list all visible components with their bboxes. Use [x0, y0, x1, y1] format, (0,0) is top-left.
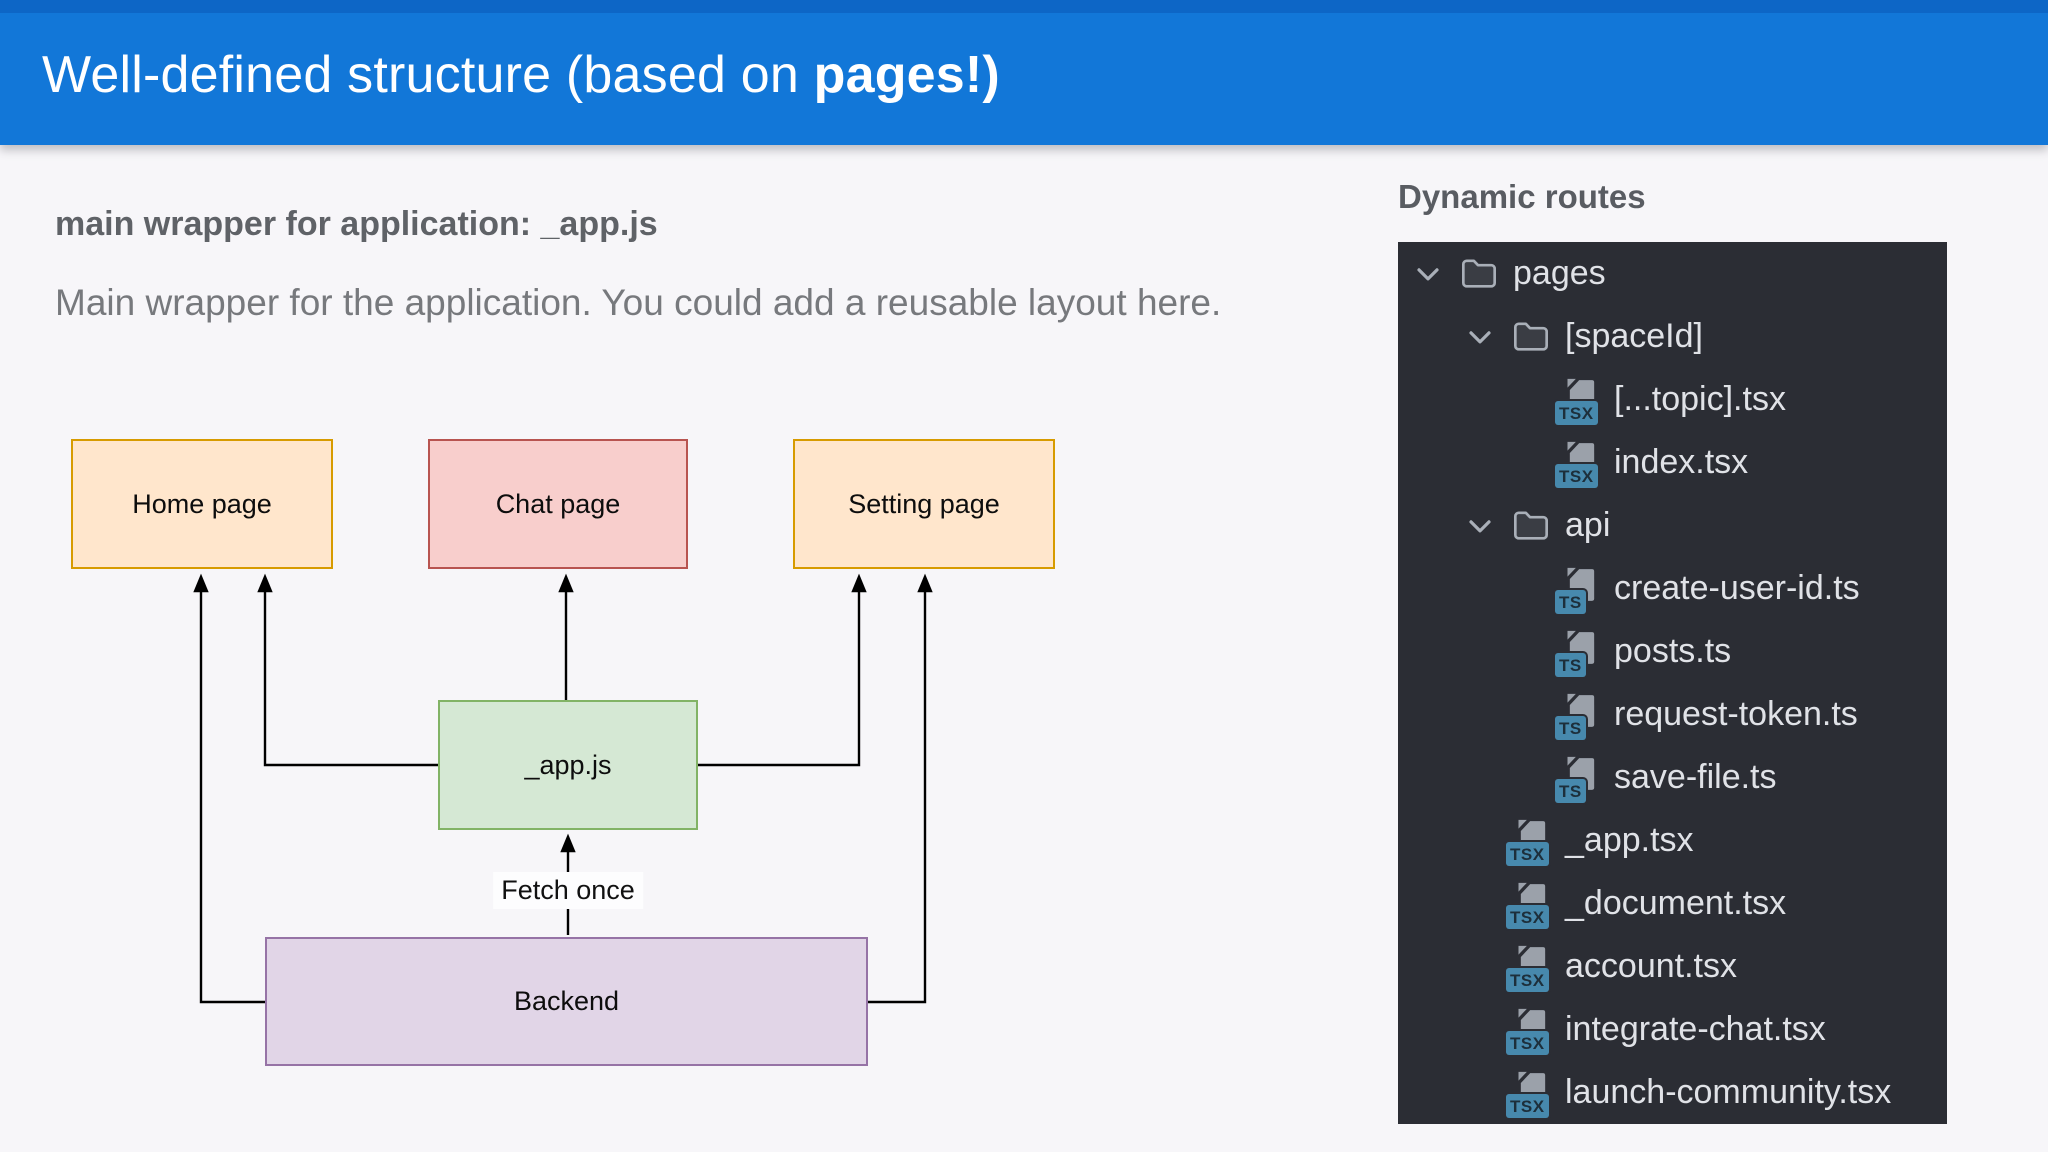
- tree-item-api[interactable]: api: [1398, 494, 1947, 557]
- tsx-file-icon: TSX: [1506, 879, 1552, 929]
- tree-item-spaceid[interactable]: [spaceId]: [1398, 305, 1947, 368]
- tree-item-label: _document.tsx: [1565, 884, 1787, 922]
- diagram-node-backend: Backend: [265, 937, 868, 1066]
- tree-item-launch-community-tsx[interactable]: TSX launch-community.tsx: [1398, 1061, 1947, 1124]
- tsx-file-icon: TSX: [1506, 816, 1552, 866]
- tsx-file-icon: TSX: [1506, 1005, 1552, 1055]
- tree-item-save-file-ts[interactable]: TS save-file.ts: [1398, 746, 1947, 809]
- tree-item-label: integrate-chat.tsx: [1565, 1010, 1826, 1048]
- file-type-badge: TSX: [1506, 1093, 1549, 1118]
- tree-item-document-tsx[interactable]: TSX _document.tsx: [1398, 872, 1947, 935]
- tree-item-label: index.tsx: [1614, 443, 1749, 481]
- file-type-badge: TSX: [1506, 904, 1549, 929]
- file-type-badge: TS: [1555, 589, 1586, 614]
- section-body: Main wrapper for the application. You co…: [55, 282, 1222, 323]
- tsx-file-icon: TSX: [1555, 438, 1601, 488]
- diagram-edge-label-fetch-once: Fetch once: [493, 872, 643, 909]
- header-top-strip: [0, 0, 2048, 13]
- slide-header: Well-defined structure (based on pages!): [0, 0, 2048, 145]
- file-type-badge: TSX: [1506, 841, 1549, 866]
- typescript-file-icon: TS: [1555, 690, 1601, 740]
- chevron-down-icon[interactable]: [1465, 511, 1495, 541]
- tree-item-label: save-file.ts: [1614, 758, 1777, 796]
- tree-item-label: [spaceId]: [1565, 317, 1703, 355]
- file-type-badge: TSX: [1555, 463, 1598, 488]
- tree-item-pages[interactable]: pages: [1398, 242, 1947, 305]
- diagram-node-chat-page: Chat page: [428, 439, 688, 569]
- typescript-file-icon: TS: [1555, 753, 1601, 803]
- chevron-down-icon[interactable]: [1465, 322, 1495, 352]
- folder-icon: [1459, 254, 1499, 294]
- tree-item-label: request-token.ts: [1614, 695, 1858, 733]
- folder-icon: [1511, 506, 1551, 546]
- tsx-file-icon: TSX: [1506, 942, 1552, 992]
- tree-item-label: [...topic].tsx: [1614, 380, 1786, 418]
- tree-item-label: launch-community.tsx: [1565, 1073, 1892, 1111]
- tsx-file-icon: TSX: [1555, 375, 1601, 425]
- routes-panel-title: Dynamic routes: [1398, 178, 1646, 215]
- tsx-file-icon: TSX: [1506, 1068, 1552, 1118]
- tree-item-label: posts.ts: [1614, 632, 1732, 670]
- diagram-node-setting-page: Setting page: [793, 439, 1055, 569]
- tree-item-label: account.tsx: [1565, 947, 1737, 985]
- file-type-badge: TSX: [1555, 400, 1598, 425]
- typescript-file-icon: TS: [1555, 564, 1601, 614]
- tree-item-request-token-ts[interactable]: TS request-token.ts: [1398, 683, 1947, 746]
- file-type-badge: TSX: [1506, 967, 1549, 992]
- tree-item-label: pages: [1513, 254, 1606, 292]
- tree-item-index-tsx[interactable]: TSX index.tsx: [1398, 431, 1947, 494]
- folder-icon: [1511, 317, 1551, 357]
- tree-item-label: _app.tsx: [1565, 821, 1694, 859]
- file-type-badge: TSX: [1506, 1030, 1549, 1055]
- diagram-node-app-js: _app.js: [438, 700, 698, 830]
- slide-title-text: Well-defined structure (based on: [42, 46, 814, 104]
- tree-item-topic-tsx[interactable]: TSX [...topic].tsx: [1398, 368, 1947, 431]
- tree-item-integrate-chat-tsx[interactable]: TSX integrate-chat.tsx: [1398, 998, 1947, 1061]
- tree-item-label: create-user-id.ts: [1614, 569, 1860, 607]
- slide-title-emphasis: pages!): [813, 46, 1000, 104]
- typescript-file-icon: TS: [1555, 627, 1601, 677]
- tree-item-posts-ts[interactable]: TS posts.ts: [1398, 620, 1947, 683]
- section-heading: main wrapper for application: _app.js: [55, 205, 658, 243]
- diagram-node-home-page: Home page: [71, 439, 333, 569]
- file-type-badge: TS: [1555, 715, 1586, 740]
- file-type-badge: TS: [1555, 778, 1586, 803]
- tree-item-create-user-id-ts[interactable]: TS create-user-id.ts: [1398, 557, 1947, 620]
- file-type-badge: TS: [1555, 652, 1586, 677]
- chevron-down-icon[interactable]: [1413, 259, 1443, 289]
- tree-item-app-tsx[interactable]: TSX _app.tsx: [1398, 809, 1947, 872]
- tree-item-label: api: [1565, 506, 1611, 544]
- slide-title: Well-defined structure (based on pages!): [42, 45, 1000, 105]
- tree-item-account-tsx[interactable]: TSX account.tsx: [1398, 935, 1947, 998]
